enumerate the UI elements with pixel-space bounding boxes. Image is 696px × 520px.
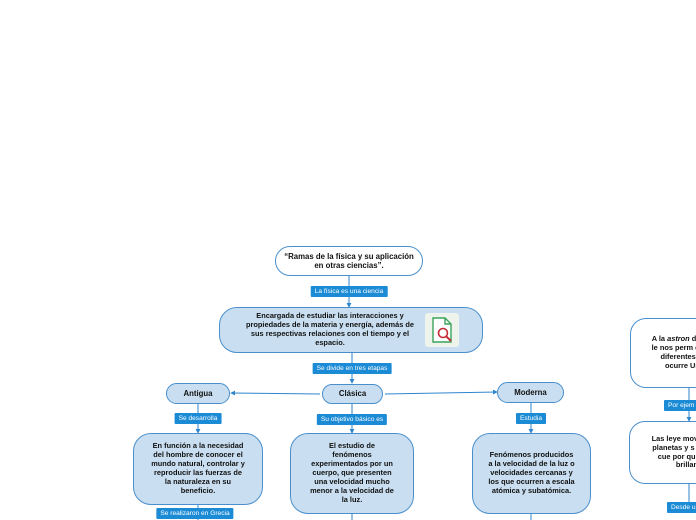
moderna-description-text: Fenómenos producidos a la velocidad de l… bbox=[488, 450, 575, 495]
astronomy-rest: dando las le nos perm entender diferente… bbox=[651, 334, 696, 370]
astronomy-node[interactable]: A la astron dando las le nos perm entend… bbox=[630, 318, 696, 388]
laws-node[interactable]: Las leye movimiento planetas y s (y otro… bbox=[629, 421, 696, 484]
label-divide: Se divide en tres etapas bbox=[312, 363, 392, 374]
label-desde: Desde u bbox=[667, 502, 696, 513]
clasica-text: Clásica bbox=[338, 389, 367, 399]
root-text: “Ramas de la física y su aplicación en o… bbox=[284, 251, 414, 270]
label-grecia: Se realizaron en Grecia bbox=[156, 508, 234, 519]
antigua-description-node[interactable]: En función a la necesidad del hombre de … bbox=[133, 433, 263, 505]
label-estudia: Estudia bbox=[516, 413, 546, 424]
definition-text: Encargada de estudiar las interacciones … bbox=[245, 311, 414, 347]
label-fisica-es: La física es una ciencia bbox=[310, 286, 388, 297]
clasica-node[interactable]: Clásica bbox=[322, 384, 383, 404]
astronomy-prefix: A la bbox=[651, 334, 666, 344]
clasica-description-text: El estudio de fenómenos experimentados p… bbox=[310, 441, 394, 504]
antigua-description-text: En función a la necesidad del hombre de … bbox=[151, 441, 245, 495]
astronomy-word: astron bbox=[667, 334, 690, 344]
right-branch: A la astron dando las le nos perm entend… bbox=[600, 300, 696, 520]
moderna-node[interactable]: Moderna bbox=[497, 382, 564, 403]
clasica-description-node[interactable]: El estudio de fenómenos experimentados p… bbox=[290, 433, 414, 514]
root-node[interactable]: “Ramas de la física y su aplicación en o… bbox=[275, 246, 423, 276]
document-search-icon bbox=[425, 313, 459, 347]
moderna-description-node[interactable]: Fenómenos producidos a la velocidad de l… bbox=[472, 433, 591, 514]
moderna-text: Moderna bbox=[514, 387, 547, 397]
label-objetivo: Su objetivo básico es bbox=[316, 414, 388, 425]
laws-text: Las leye movimiento planetas y s (y otro… bbox=[651, 433, 696, 470]
label-desarrolla: Se desarrolla bbox=[174, 413, 222, 424]
antigua-text: Antigua bbox=[183, 388, 213, 398]
label-por-ejemplo: Por ejem bbox=[664, 400, 696, 411]
antigua-node[interactable]: Antigua bbox=[166, 383, 230, 404]
